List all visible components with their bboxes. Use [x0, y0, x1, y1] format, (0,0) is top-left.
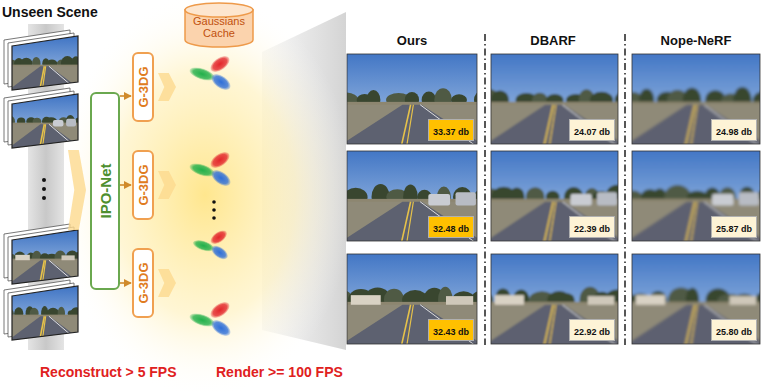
- psnr-tag: 22.92 db: [569, 319, 615, 341]
- node-text: IPO-Net: [97, 163, 114, 218]
- psnr-tag: 32.48 db: [428, 216, 474, 238]
- result-image: [347, 151, 477, 241]
- node-text: G-3DG: [136, 262, 151, 303]
- ellipsis-dot: [42, 178, 46, 182]
- connector-arrow: [120, 184, 131, 186]
- column-separator: [624, 34, 625, 345]
- result-image: [632, 254, 760, 344]
- input-frame: [7, 36, 82, 90]
- column-separator: [484, 34, 485, 345]
- psnr-tag: 24.98 db: [711, 119, 757, 141]
- image-border: [632, 254, 760, 344]
- ellipsis-dot: [42, 196, 46, 200]
- psnr-tag: 22.39 db: [569, 216, 615, 238]
- input-frame: [8, 230, 85, 284]
- gaussian-group: [188, 149, 234, 189]
- node-text: G-3DG: [136, 66, 151, 107]
- frame-border: [12, 230, 78, 284]
- module-box: G-3DG: [132, 248, 154, 318]
- cache-cylinder: Gaussians Cache: [184, 2, 254, 48]
- flow-chevron: [68, 150, 86, 230]
- result-image: [491, 54, 618, 144]
- image-border: [632, 151, 760, 241]
- node-text: 22.39 db: [574, 224, 610, 234]
- result-image: [347, 54, 477, 144]
- node-text: 32.48 db: [433, 224, 469, 234]
- ellipsis-dot: [212, 216, 216, 220]
- connector-arrow: [120, 282, 131, 284]
- frame-border: [12, 286, 78, 340]
- node-text: 24.98 db: [716, 127, 752, 137]
- image-border: [347, 151, 477, 241]
- network-box: IPO-Net: [90, 92, 120, 290]
- input-label: Unseen Scene: [2, 4, 98, 20]
- connector-arrow: [120, 95, 131, 97]
- result-image: [491, 151, 618, 241]
- frame-border: [12, 94, 78, 148]
- column-header: Nope-NeRF: [661, 33, 732, 48]
- image-border: [491, 151, 618, 241]
- psnr-tag: 32.43 db: [428, 319, 474, 341]
- input-frame: [5, 286, 82, 340]
- psnr-tag: 25.80 db: [711, 319, 757, 341]
- node-text: 32.43 db: [433, 327, 469, 337]
- image-border: [632, 54, 760, 144]
- column-header: Ours: [397, 33, 427, 48]
- column-header: DBARF: [530, 33, 576, 48]
- frame-border: [12, 36, 78, 90]
- speed-note: Render >= 100 FPS: [216, 364, 343, 380]
- ellipsis-dot: [212, 200, 216, 204]
- ellipsis-dot: [212, 208, 216, 212]
- psnr-tag: 25.87 db: [711, 216, 757, 238]
- image-border: [347, 54, 477, 144]
- input-frame: [6, 94, 83, 148]
- result-image: [491, 254, 618, 344]
- node-text: 24.07 db: [574, 127, 610, 137]
- flow-chevron: [158, 171, 176, 199]
- result-image: [347, 254, 477, 344]
- flow-chevron: [158, 269, 176, 297]
- gaussian-group: [188, 53, 234, 93]
- image-border: [491, 54, 618, 144]
- node-text: 25.80 db: [716, 327, 752, 337]
- psnr-tag: 24.07 db: [569, 119, 615, 141]
- result-image: [632, 151, 760, 241]
- module-box: G-3DG: [132, 52, 154, 122]
- node-text: 22.92 db: [574, 327, 610, 337]
- image-border: [347, 254, 477, 344]
- gaussian-group: [192, 228, 231, 262]
- flow-chevron: [158, 73, 176, 101]
- node-text: G-3DG: [136, 164, 151, 205]
- module-box: G-3DG: [132, 150, 154, 220]
- psnr-tag: 33.37 db: [428, 119, 474, 141]
- speed-note: Reconstruct > 5 FPS: [40, 364, 177, 380]
- node-text: Gaussians Cache: [184, 2, 254, 44]
- node-text: 33.37 db: [433, 127, 469, 137]
- ellipsis-dot: [42, 187, 46, 191]
- glow-region: [55, 0, 355, 392]
- node-text: 25.87 db: [716, 224, 752, 234]
- image-border: [491, 254, 618, 344]
- result-image: [632, 54, 760, 144]
- gaussian-group: [188, 299, 234, 339]
